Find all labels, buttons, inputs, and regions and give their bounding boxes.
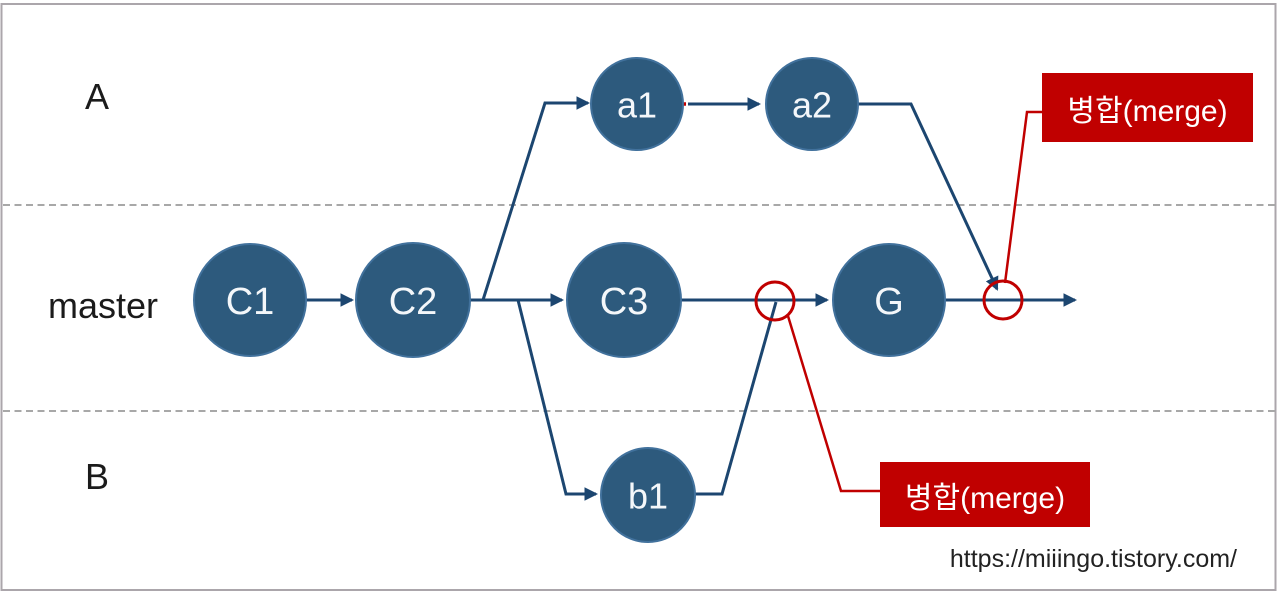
merge-callout-bottom: 병합(merge) <box>880 462 1090 527</box>
watermark-url: https://miiingo.tistory.com/ <box>949 545 1237 573</box>
edge-a2-merge <box>858 102 999 291</box>
node-a1 <box>590 57 684 151</box>
node-label-b1: b1 <box>628 476 668 517</box>
lane-label-b: B <box>84 456 110 497</box>
node-label-g: G <box>874 281 904 323</box>
lane-label-a: A <box>84 76 110 117</box>
merge-point-circle-1 <box>754 280 796 322</box>
node-label-c3: C3 <box>600 281 649 323</box>
callout-line-bottom <box>786 315 880 493</box>
node-c3 <box>566 242 682 358</box>
merge-callout-top-label: 병합(merge) <box>1067 94 1228 128</box>
node-label-c2: C2 <box>389 281 438 323</box>
lane-label-master: master <box>47 285 159 326</box>
node-c1 <box>193 243 307 357</box>
node-label-a2: a2 <box>792 85 832 126</box>
callout-line-top <box>1003 110 1042 284</box>
node-g <box>832 243 946 357</box>
edge-c2-a1 <box>481 96 591 301</box>
edge-c2-b1 <box>516 299 599 501</box>
edge-b1-merge <box>695 301 778 496</box>
node-c2 <box>355 242 471 358</box>
node-b1 <box>600 447 696 543</box>
node-a2 <box>765 57 859 151</box>
merge-callout-bottom-label: 병합(merge) <box>904 481 1066 515</box>
merge-callout-top: 병합(merge) <box>1042 73 1253 142</box>
node-label-a1: a1 <box>617 85 657 126</box>
image-frame <box>0 3 1277 591</box>
merge-point-circle-2 <box>982 279 1024 321</box>
node-label-c1: C1 <box>226 281 275 323</box>
